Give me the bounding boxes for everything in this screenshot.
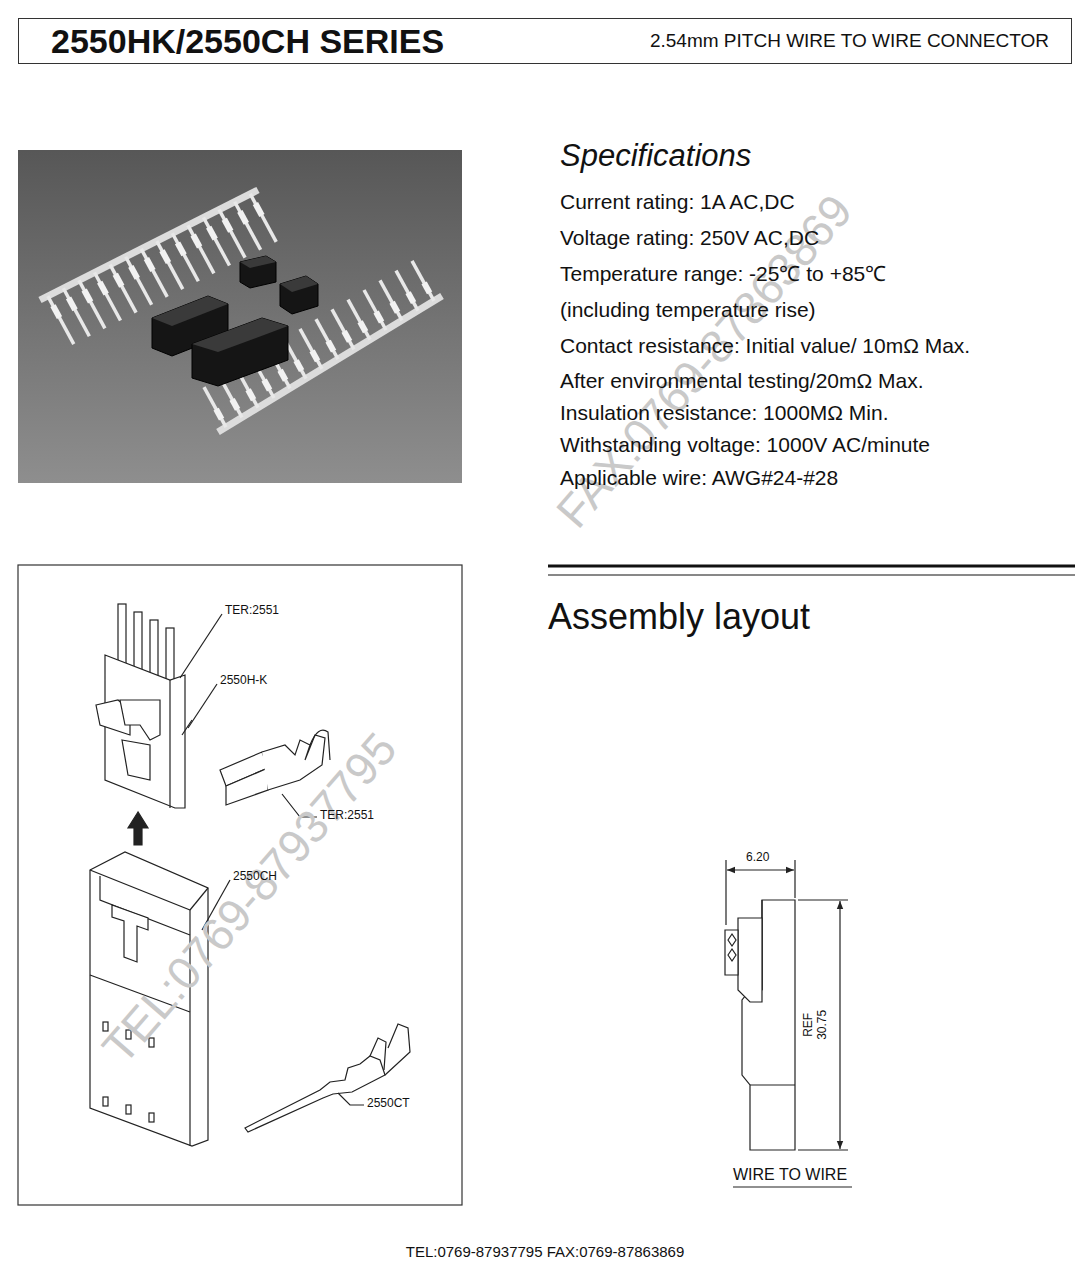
series-title: 2550HK/2550CH SERIES — [51, 22, 444, 61]
part-callout: 2550CT — [367, 1097, 410, 1111]
spec-line: (including temperature rise) — [560, 298, 816, 322]
header-box: 2550HK/2550CH SERIES 2.54mm PITCH WIRE TO… — [18, 18, 1072, 64]
dimension: 6.20 — [746, 851, 769, 865]
spec-line: Applicable wire: AWG#24-#28 — [560, 466, 838, 490]
section-heading: Assembly layout — [548, 596, 810, 637]
assembly-figure — [18, 565, 462, 1205]
part-callout: TER:2551 — [320, 809, 374, 823]
view-caption: WIRE TO WIRE — [733, 1166, 847, 1184]
spec-line: Insulation resistance: 1000MΩ Min. — [560, 401, 889, 425]
footer-contact: TEL:0769-87937795 FAX:0769-87863869 — [406, 1243, 685, 1260]
side-view-drawing — [725, 860, 852, 1187]
spec-line: Temperature range: -25℃ to +85℃ — [560, 262, 886, 286]
spec-line: After environmental testing/20mΩ Max. — [560, 369, 924, 393]
section-heading: Specifications — [560, 138, 751, 174]
part-callout: 2550CH — [233, 870, 277, 884]
part-callout: 2550H-K — [220, 674, 267, 688]
part-callout: TER:2551 — [225, 604, 279, 618]
product-photo — [18, 150, 462, 483]
series-subtitle: 2.54mm PITCH WIRE TO WIRE CONNECTOR — [650, 30, 1049, 52]
spec-line: Voltage rating: 250V AC,DC — [560, 226, 819, 250]
dimension: REF 30.75 — [802, 1005, 830, 1045]
spec-line: Contact resistance: Initial value/ 10mΩ … — [560, 334, 970, 358]
spec-line: Withstanding voltage: 1000V AC/minute — [560, 433, 930, 457]
spec-line: Current rating: 1A AC,DC — [560, 190, 795, 214]
